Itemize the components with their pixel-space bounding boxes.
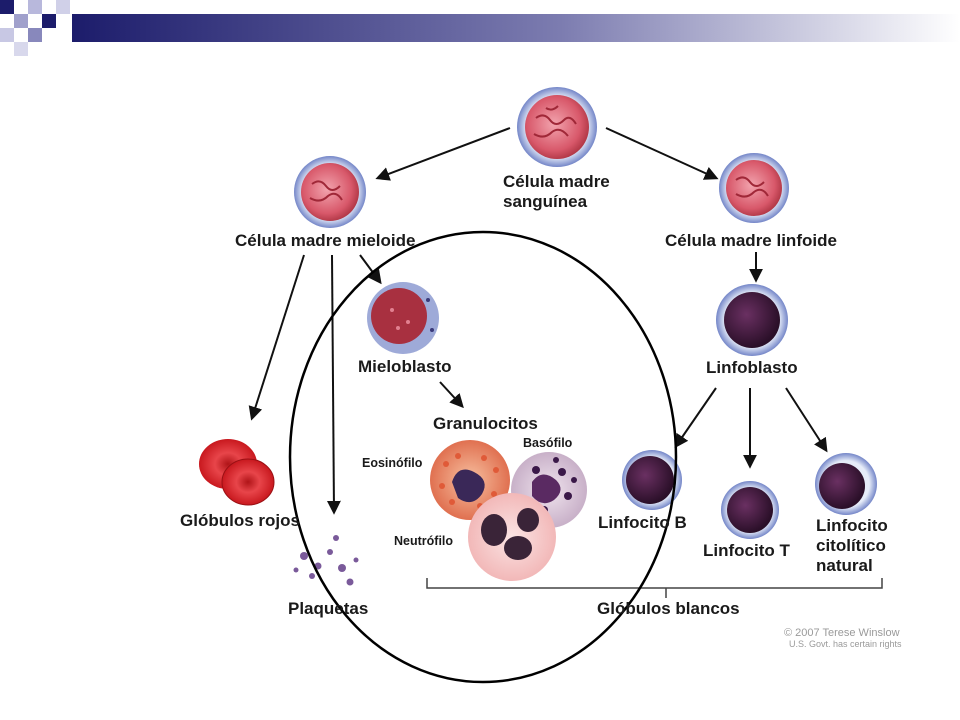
white-cells-bracket	[426, 578, 883, 598]
lymphoid-label: Célula madre linfoide	[665, 231, 837, 250]
neutrophil-icon	[468, 493, 556, 581]
credit-line-1: © 2007 Terese Winslow	[784, 627, 900, 639]
myeloid-stem-cell-icon	[294, 156, 366, 228]
basophil-label: Basófilo	[523, 436, 573, 450]
header-decoration	[0, 0, 960, 56]
nk-cell-icon	[815, 453, 877, 515]
platelets-label: Plaquetas	[288, 599, 369, 618]
lymphoblast-icon	[716, 284, 788, 356]
b-lymphocyte-icon	[622, 450, 682, 510]
eosinophil-label: Eosinófilo	[362, 456, 423, 470]
stem-cell-label-2: sanguínea	[503, 192, 588, 211]
nk-cell-label-2: citolítico	[816, 536, 886, 555]
credit-line-2: U.S. Govt. has certain rights	[789, 639, 902, 649]
stem-cell-icon	[517, 87, 597, 167]
myeloblast-label: Mieloblasto	[358, 357, 452, 376]
nk-cell-label-1: Linfocito	[816, 516, 888, 535]
stem-cell-label-1: Célula madre	[503, 172, 610, 191]
neutrophil-label: Neutrófilo	[394, 534, 454, 548]
nk-cell-label-3: natural	[816, 556, 873, 575]
b-cell-label: Linfocito B	[598, 513, 687, 532]
highlight-ellipse	[288, 230, 678, 684]
myeloid-label: Célula madre mieloide	[235, 231, 416, 250]
lymphoblast-label: Linfoblasto	[706, 358, 798, 377]
white-cells-label: Glóbulos blancos	[597, 599, 740, 618]
red-blood-cells-icon	[199, 439, 275, 506]
t-lymphocyte-icon	[721, 481, 779, 539]
lymphoid-stem-cell-icon	[719, 153, 789, 223]
granulocytes-label: Granulocitos	[433, 414, 538, 433]
t-cell-label: Linfocito T	[703, 541, 790, 560]
red-cells-label: Glóbulos rojos	[180, 511, 300, 530]
myeloblast-icon	[367, 282, 439, 354]
lineage-arrows	[248, 127, 828, 515]
